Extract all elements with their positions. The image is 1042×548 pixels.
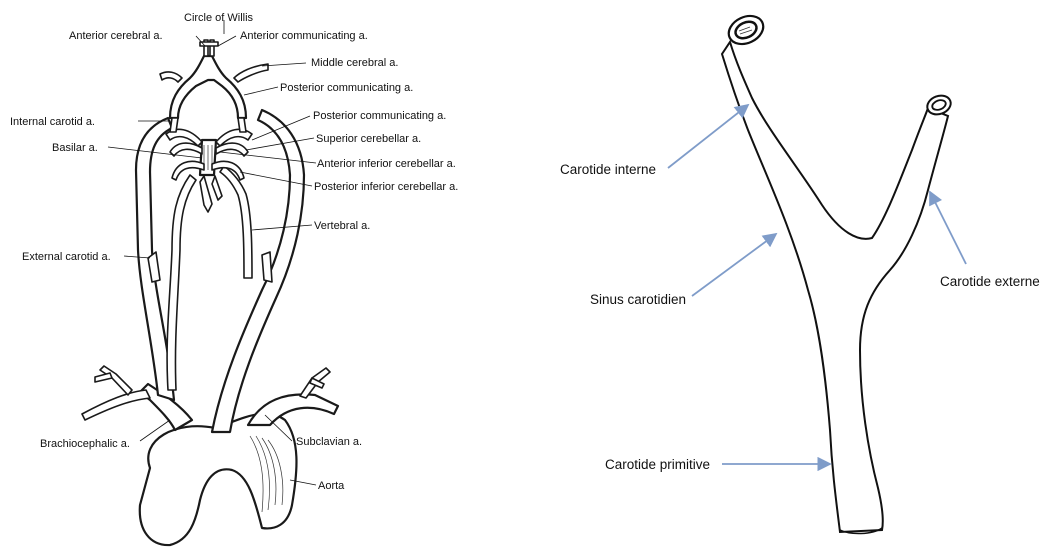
arterial-tree-illustration: Circle of Willis Anterior cerebral a. An… [10, 12, 458, 545]
label-sinus-carotidien: Sinus carotidien [590, 292, 686, 307]
right-vertebral-artery [167, 175, 196, 390]
arrow-carotide-interne [668, 105, 748, 168]
label-aorta: Aorta [318, 480, 345, 492]
label-posterior-communicating-1: Posterior communicating a. [280, 82, 413, 94]
arrow-sinus-carotidien [692, 234, 776, 296]
aorta-arch [140, 414, 297, 545]
right-subclavian-artery [82, 390, 150, 420]
carotid-y-vessel [722, 42, 948, 532]
label-anterior-inferior-cerebellar: Anterior inferior cerebellar a. [317, 158, 456, 170]
left-subclavian-artery [248, 394, 338, 425]
left-common-carotid [212, 110, 304, 432]
carotid-bifurcation-illustration: Carotide interne Sinus carotidien Caroti… [560, 11, 1040, 534]
label-carotide-externe: Carotide externe [940, 274, 1040, 289]
label-subclavian: Subclavian a. [296, 436, 362, 448]
label-anterior-cerebral: Anterior cerebral a. [69, 30, 163, 42]
label-posterior-inferior-cerebellar: Posterior inferior cerebellar a. [314, 181, 458, 193]
label-vertebral: Vertebral a. [314, 220, 370, 232]
label-middle-cerebral: Middle cerebral a. [311, 57, 398, 69]
circle-of-willis [170, 56, 246, 118]
label-basilar: Basilar a. [52, 142, 98, 154]
label-external-carotid: External carotid a. [22, 251, 111, 263]
label-brachiocephalic: Brachiocephalic a. [40, 438, 130, 450]
left-middle-cerebral [234, 64, 268, 82]
label-carotide-interne: Carotide interne [560, 162, 656, 177]
right-middle-cerebral [160, 72, 182, 82]
label-anterior-communicating: Anterior communicating a. [240, 30, 368, 42]
label-posterior-communicating-2: Posterior communicating a. [313, 110, 446, 122]
label-superior-cerebellar: Superior cerebellar a. [316, 133, 421, 145]
label-circle-of-willis: Circle of Willis [184, 12, 254, 24]
left-external-carotid [262, 252, 272, 282]
label-carotide-primitive: Carotide primitive [605, 457, 710, 472]
arrow-carotide-externe [930, 192, 966, 264]
label-internal-carotid: Internal carotid a. [10, 116, 95, 128]
left-vertebral-artery [220, 166, 252, 278]
